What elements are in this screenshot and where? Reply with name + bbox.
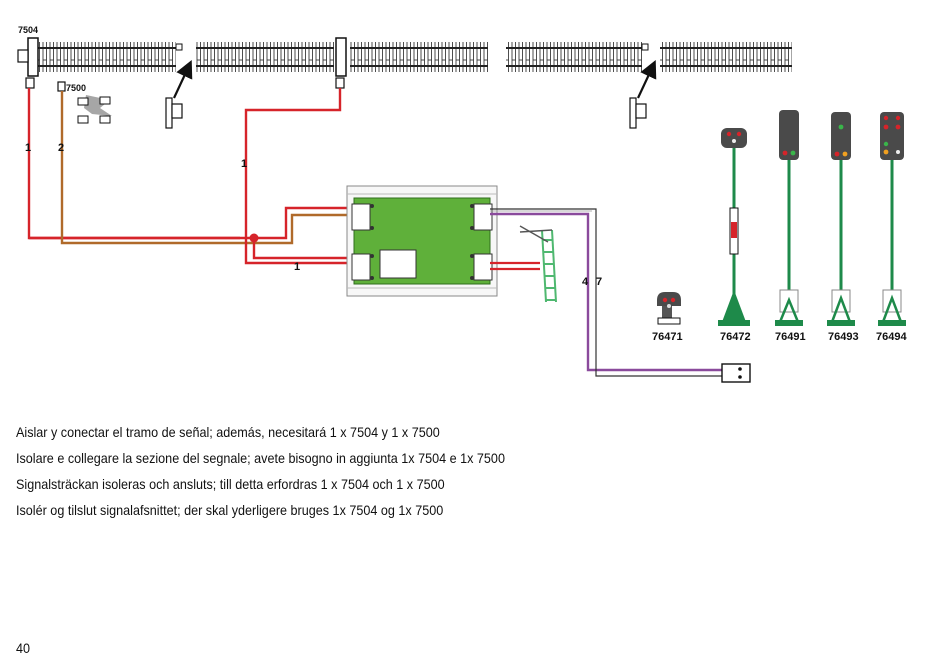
wire-red-1-middle: [244, 88, 354, 265]
wire-label-2: 2: [58, 142, 64, 154]
wire-junction-dot: [249, 233, 259, 243]
signal-76491-label: 76491: [775, 331, 806, 343]
signal-76471: [657, 292, 681, 325]
part-7504-label: 7504: [18, 25, 38, 35]
wire-red-to-board-lower: [252, 238, 354, 260]
signal-76471-label: 76471: [652, 331, 683, 343]
wire-red-1-middle-b: [254, 206, 354, 240]
track-connector-middle: [335, 37, 347, 89]
wire-brown-2: [60, 91, 354, 245]
signal-76494-label: 76494: [876, 331, 907, 343]
signal-76494: [878, 112, 906, 326]
wire-label-4: 4: [582, 276, 589, 288]
catenary-mast: [519, 225, 557, 303]
connector-plug: [721, 363, 751, 383]
part-7500-connector: [57, 81, 66, 92]
wire-label-1a: 1: [25, 142, 31, 154]
track-insulator-1: [175, 43, 183, 51]
caption-swedish: Signalsträckan isoleras och ansluts; til…: [16, 476, 445, 492]
signal-76493: [827, 112, 855, 326]
caption-spanish: Aislar y conectar el tramo de señal; ade…: [16, 424, 440, 440]
part-7500-label: 7500: [66, 83, 86, 93]
signal-76491: [775, 110, 803, 326]
signal-placement-marker-2: [629, 60, 657, 129]
wire-red-1: [27, 88, 240, 240]
wire-black-output: [490, 208, 722, 377]
track-section-3: [350, 42, 488, 72]
track-insulator-2: [641, 43, 649, 51]
signal-76472-label: 76472: [720, 331, 751, 343]
signal-76493-label: 76493: [828, 331, 859, 343]
caption-danish: Isolér og tilslut signalafsnittet; der s…: [16, 502, 444, 518]
track-section-1: [38, 42, 176, 72]
caption-italian: Isolare e collegare la sezione del segna…: [16, 450, 505, 466]
track-section-2: [196, 42, 334, 72]
rail-clip-detail: [77, 95, 112, 124]
signal-76472: [718, 128, 750, 326]
wiring-diagram: 7504 7500 1 2 1 1: [17, 25, 907, 383]
wire-label-1b: 1: [241, 158, 247, 170]
wire-purple-output: [490, 212, 722, 372]
signal-placement-marker-1: [165, 60, 193, 129]
track-connector-left: [17, 37, 39, 89]
wire-label-7: 7: [596, 276, 602, 288]
page-number: 40: [16, 640, 31, 656]
track-section-5: [660, 42, 792, 72]
wire-label-1c: 1: [294, 261, 300, 273]
track-section-4: [506, 42, 642, 72]
decoder-module: [346, 185, 498, 297]
